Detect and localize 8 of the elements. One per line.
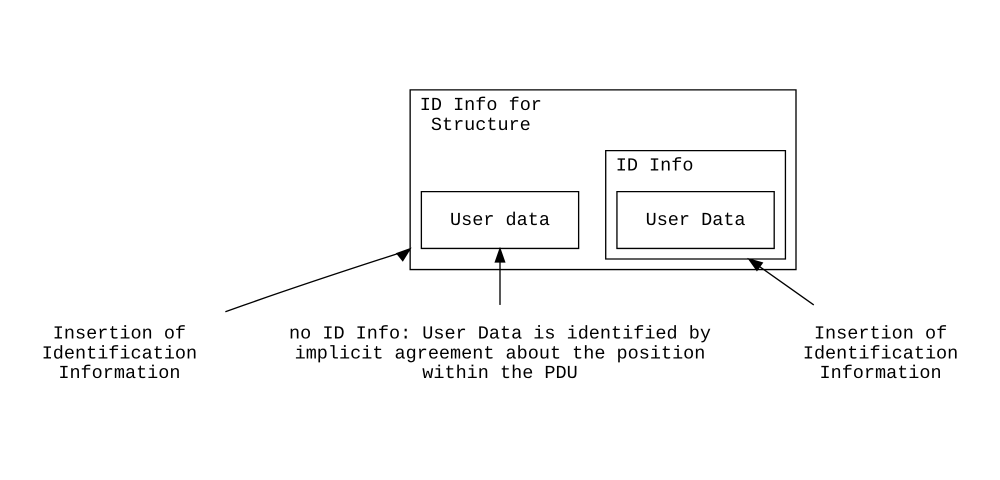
node-box: User data [420,190,580,249]
node-text: no ID Info: User Data is identified by implicit agreement about the position within the PDU [289,323,711,384]
node-box: User Data [616,190,775,249]
node-text: Insertion of Identification Information [42,323,198,384]
arrow [494,246,506,304]
arrow [225,247,412,312]
arrow [747,257,814,305]
node-text: Insertion of Identification Information [802,323,958,384]
